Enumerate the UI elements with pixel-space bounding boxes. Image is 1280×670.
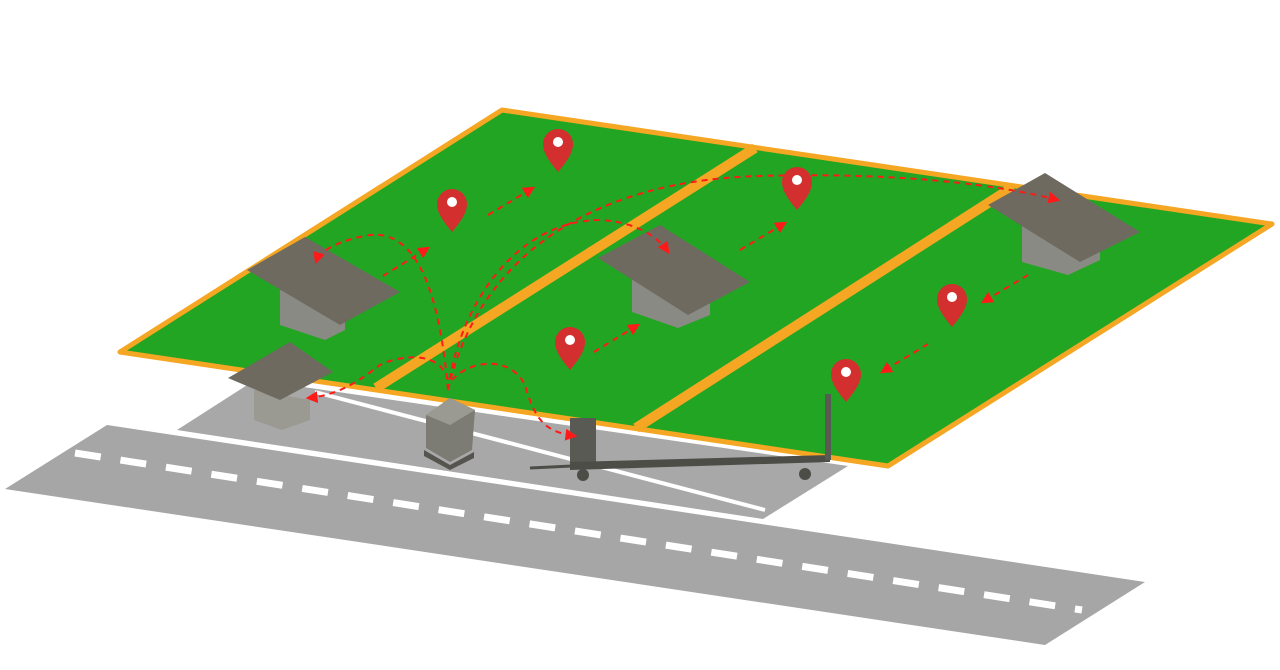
- routes: [305, 174, 1061, 441]
- shelter-middle: [598, 225, 750, 328]
- base-station: [228, 342, 333, 430]
- field-divider-2: [633, 182, 1016, 433]
- road: [5, 425, 1145, 645]
- map-pin-icon: [937, 284, 967, 327]
- field-divider-1: [373, 143, 758, 393]
- robot: [424, 398, 475, 470]
- parking-lot: [177, 380, 848, 519]
- road-center-dashes: [74, 449, 1083, 614]
- lot-edge-line: [314, 390, 766, 512]
- shelter-right: [988, 173, 1140, 275]
- map-pin-icon: [437, 189, 467, 232]
- map-pin-icon: [782, 167, 812, 210]
- shelter-left: [247, 237, 400, 340]
- map-pin-icon: [543, 129, 573, 172]
- map-pin-icon: [555, 327, 585, 370]
- map-pin-icon: [831, 359, 861, 402]
- cart: [529, 394, 831, 481]
